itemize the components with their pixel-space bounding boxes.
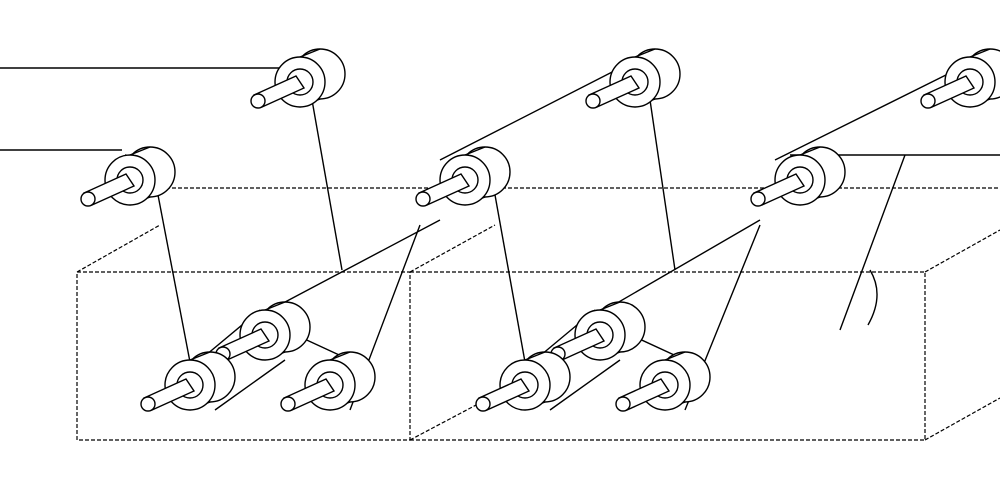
tank-roller-2b [550,301,646,362]
tank-roller-1a [140,351,236,412]
tank-roller-2c [615,351,711,412]
tank-side-face [924,229,1000,441]
web-path [0,67,1000,411]
tank-roller-2a [475,351,571,412]
tank-roller-1c [280,351,376,412]
entry-roller-1 [80,146,176,207]
entry-roller-3 [750,146,846,207]
upper-guide-roller-1 [250,48,346,109]
tank-roller-1b [215,301,311,362]
upper-guide-roller-3 [920,48,1000,109]
tank-2-outline [409,271,926,441]
